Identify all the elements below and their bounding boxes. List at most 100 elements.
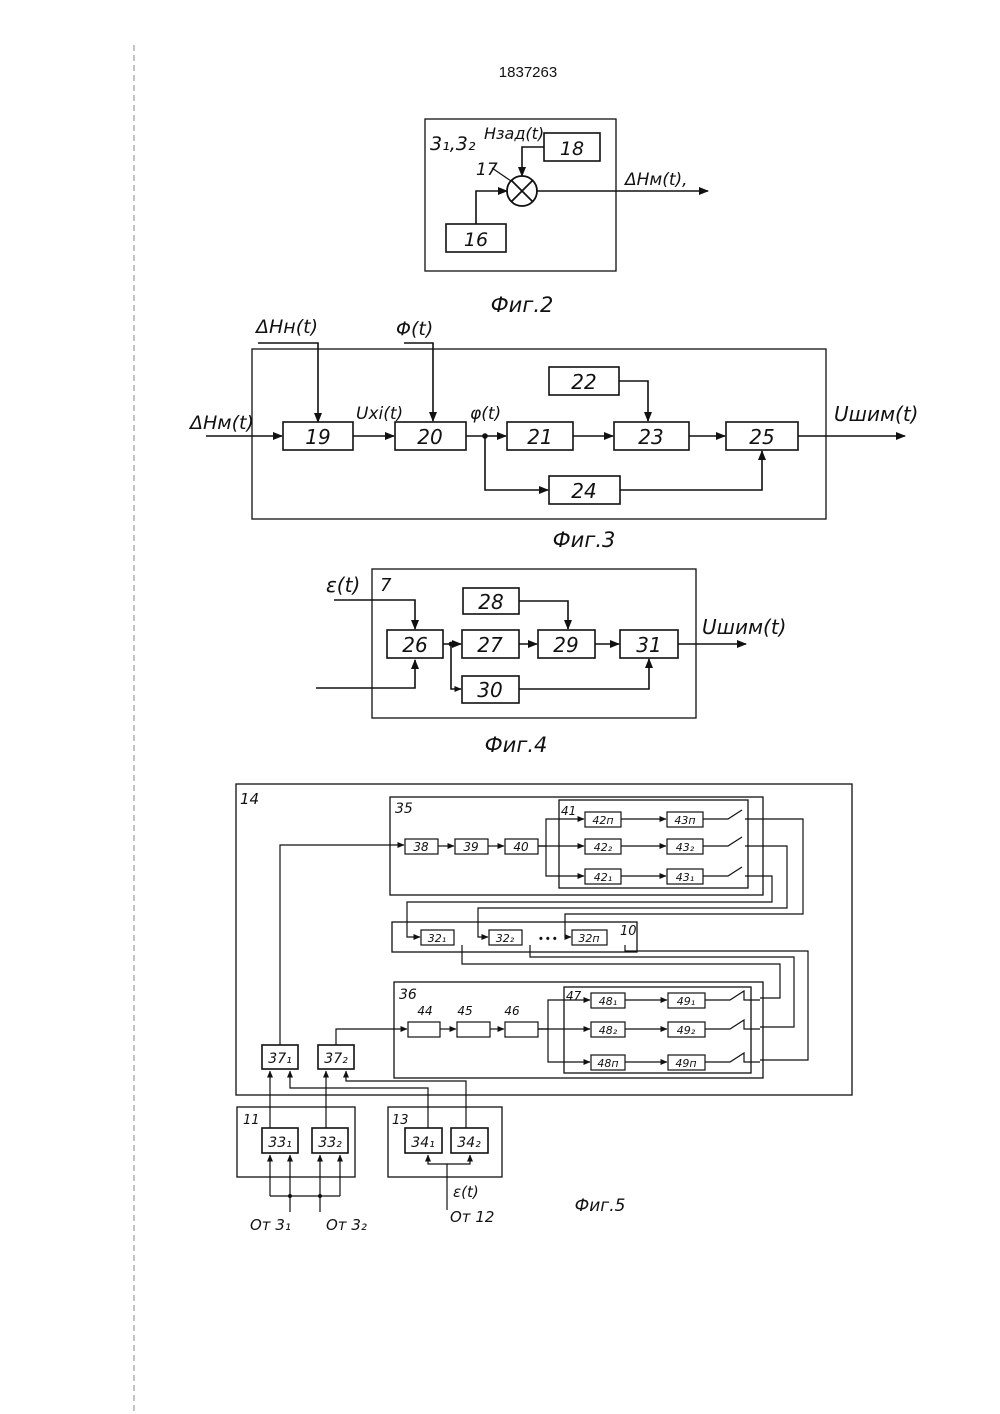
fig3-block-25-label: 25 xyxy=(749,425,774,449)
fig5-switch-top-1 xyxy=(703,810,742,819)
fig3-line-22-23 xyxy=(619,381,648,421)
fig4-block-27-label: 27 xyxy=(477,633,503,657)
figure-3: ΔHн(t) Φ(t) ΔHм(t) 19 Uxi(t) 20 φ(t) 21 … xyxy=(188,316,918,552)
fig5-line-46-48n xyxy=(548,1029,590,1062)
fig5-line-40-42n xyxy=(538,819,584,846)
fig5-block-42n-label: 42п xyxy=(592,814,613,827)
fig3-line-24-25 xyxy=(620,451,762,490)
fig5-wire-491-321 xyxy=(462,945,780,998)
fig4-line-30-31 xyxy=(519,659,649,689)
fig5-block-342-label: 34₂ xyxy=(457,1135,481,1151)
figure-5: 14 35 41 38 39 40 42п 42₂ 42₁ 43п 43₂ 43… xyxy=(236,784,852,1234)
fig5-group-36-label: 36 xyxy=(399,987,417,1003)
fig3-input-top-left: ΔHн(t) xyxy=(254,316,318,338)
fig5-switch-bottom-1 xyxy=(705,991,760,1000)
fig2-caption: Фиг.2 xyxy=(491,293,554,317)
fig5-group-41-label: 41 xyxy=(561,804,576,818)
fig2-block-18-label: 18 xyxy=(560,138,584,160)
fig2-line-18-to-node xyxy=(522,147,544,176)
fig2-line-16-to-node xyxy=(476,191,507,224)
fig5-wire-492-322 xyxy=(530,945,794,1027)
fig4-block-26-label: 26 xyxy=(402,633,427,657)
fig3-block-22-label: 22 xyxy=(571,370,596,394)
fig3-signal-ux: Uxi(t) xyxy=(356,404,403,424)
fig5-wire-431-321 xyxy=(407,876,772,937)
fig5-junction-b xyxy=(318,1194,322,1198)
fig4-block-31-label: 31 xyxy=(636,633,661,657)
fig5-group-13-label: 13 xyxy=(392,1113,409,1128)
fig5-block-372-label: 37₂ xyxy=(324,1051,348,1067)
fig3-output-label: Uшим(t) xyxy=(834,402,918,426)
fig2-output-label: ΔHм(t), xyxy=(623,170,688,190)
fig5-caption: Фиг.5 xyxy=(575,1196,626,1216)
fig5-block-371-label: 37₁ xyxy=(268,1051,291,1067)
fig5-block-491-label: 49₁ xyxy=(677,995,695,1008)
fig5-block-44-label: 44 xyxy=(417,1004,432,1018)
fig3-block-20-label: 20 xyxy=(417,425,442,449)
fig5-dots: • • • xyxy=(539,933,557,945)
fig4-block-28-label: 28 xyxy=(478,590,503,614)
fig5-wire-eps-342 xyxy=(447,1155,470,1164)
fig4-caption: Фиг.4 xyxy=(485,733,548,757)
fig5-group-11-label: 11 xyxy=(243,1113,260,1128)
fig5-group-35-label: 35 xyxy=(395,801,413,817)
figure-4: 7 ε(t) 26 27 28 29 31 Uшим(t) 30 Фиг.4 xyxy=(316,569,786,757)
fig5-switch-bottom-2 xyxy=(705,1020,760,1029)
fig3-signal-phi: φ(t) xyxy=(470,404,501,424)
fig5-block-431-label: 43₁ xyxy=(676,871,694,884)
fig5-block-322-label: 32₂ xyxy=(496,932,515,945)
fig5-block-321-label: 32₁ xyxy=(428,932,446,945)
fig3-block-24-label: 24 xyxy=(571,479,596,503)
fig3-line-top-right xyxy=(404,343,433,421)
fig5-from-31: От 3₁ xyxy=(250,1216,291,1234)
fig4-line-28-29 xyxy=(519,601,568,629)
fig4-line-branch-30 xyxy=(451,644,461,689)
fig5-switch-top-2 xyxy=(703,837,742,846)
fig4-output-label: Uшим(t) xyxy=(702,615,786,639)
fig5-group-10-label: 10 xyxy=(620,924,637,939)
fig5-block-421-label: 42₁ xyxy=(594,871,612,884)
fig5-block-45-label: 45 xyxy=(457,1004,472,1018)
fig5-block-341-label: 34₁ xyxy=(411,1135,434,1151)
fig3-block-21-label: 21 xyxy=(527,425,552,449)
fig4-line-lower-in xyxy=(316,660,415,688)
fig5-block-332-label: 33₂ xyxy=(318,1135,342,1151)
fig2-block-16-label: 16 xyxy=(464,229,488,251)
fig5-line-40-421 xyxy=(546,846,584,876)
fig3-input-top-right: Φ(t) xyxy=(396,318,433,340)
fig3-block-23-label: 23 xyxy=(638,425,663,449)
fig5-block-39-label: 39 xyxy=(463,840,478,854)
fig5-wire-371-38 xyxy=(280,845,404,1045)
fig3-input-left: ΔHм(t) xyxy=(188,412,254,434)
fig5-wire-372-44 xyxy=(336,1029,407,1045)
fig4-line-eps-in xyxy=(334,600,415,629)
fig5-block-45 xyxy=(457,1022,490,1037)
fig5-block-43n-label: 43п xyxy=(674,814,695,827)
fig5-block-46-label: 46 xyxy=(504,1004,520,1018)
figure-2: 3₁,3₂ Hзад(t) 18 17 16 ΔHм(t), Фиг.2 xyxy=(425,119,708,317)
fig5-block-482-label: 48₂ xyxy=(599,1024,618,1037)
fig5-from-12: От 12 xyxy=(450,1208,494,1226)
fig5-block-49n-label: 49п xyxy=(675,1057,696,1070)
fig5-group-47-label: 47 xyxy=(566,989,582,1003)
fig5-block-48n-label: 48п xyxy=(597,1057,618,1070)
fig3-line-top-left xyxy=(258,343,318,422)
patent-number: 1837263 xyxy=(499,64,557,81)
fig2-input-label: Hзад(t) xyxy=(484,124,544,143)
fig5-junction-a xyxy=(288,1194,292,1198)
fig4-block-30-label: 30 xyxy=(477,678,502,702)
fig5-block-44 xyxy=(408,1022,440,1037)
fig5-block-422-label: 42₂ xyxy=(594,841,613,854)
fig5-block-40-label: 40 xyxy=(513,840,529,854)
fig5-block-38-label: 38 xyxy=(413,840,429,854)
fig3-block-19-label: 19 xyxy=(305,425,330,449)
fig5-block-331-label: 33₁ xyxy=(268,1135,291,1151)
fig4-input-label: ε(t) xyxy=(326,573,360,597)
fig5-from-32: От 3₂ xyxy=(326,1216,367,1234)
fig4-frame-label: 7 xyxy=(380,575,392,596)
fig5-outer-label: 14 xyxy=(240,790,259,808)
fig5-switch-bottom-3 xyxy=(705,1053,760,1062)
fig5-input-eps: ε(t) xyxy=(453,1183,479,1201)
fig2-frame-label: 3₁,3₂ xyxy=(430,133,476,155)
